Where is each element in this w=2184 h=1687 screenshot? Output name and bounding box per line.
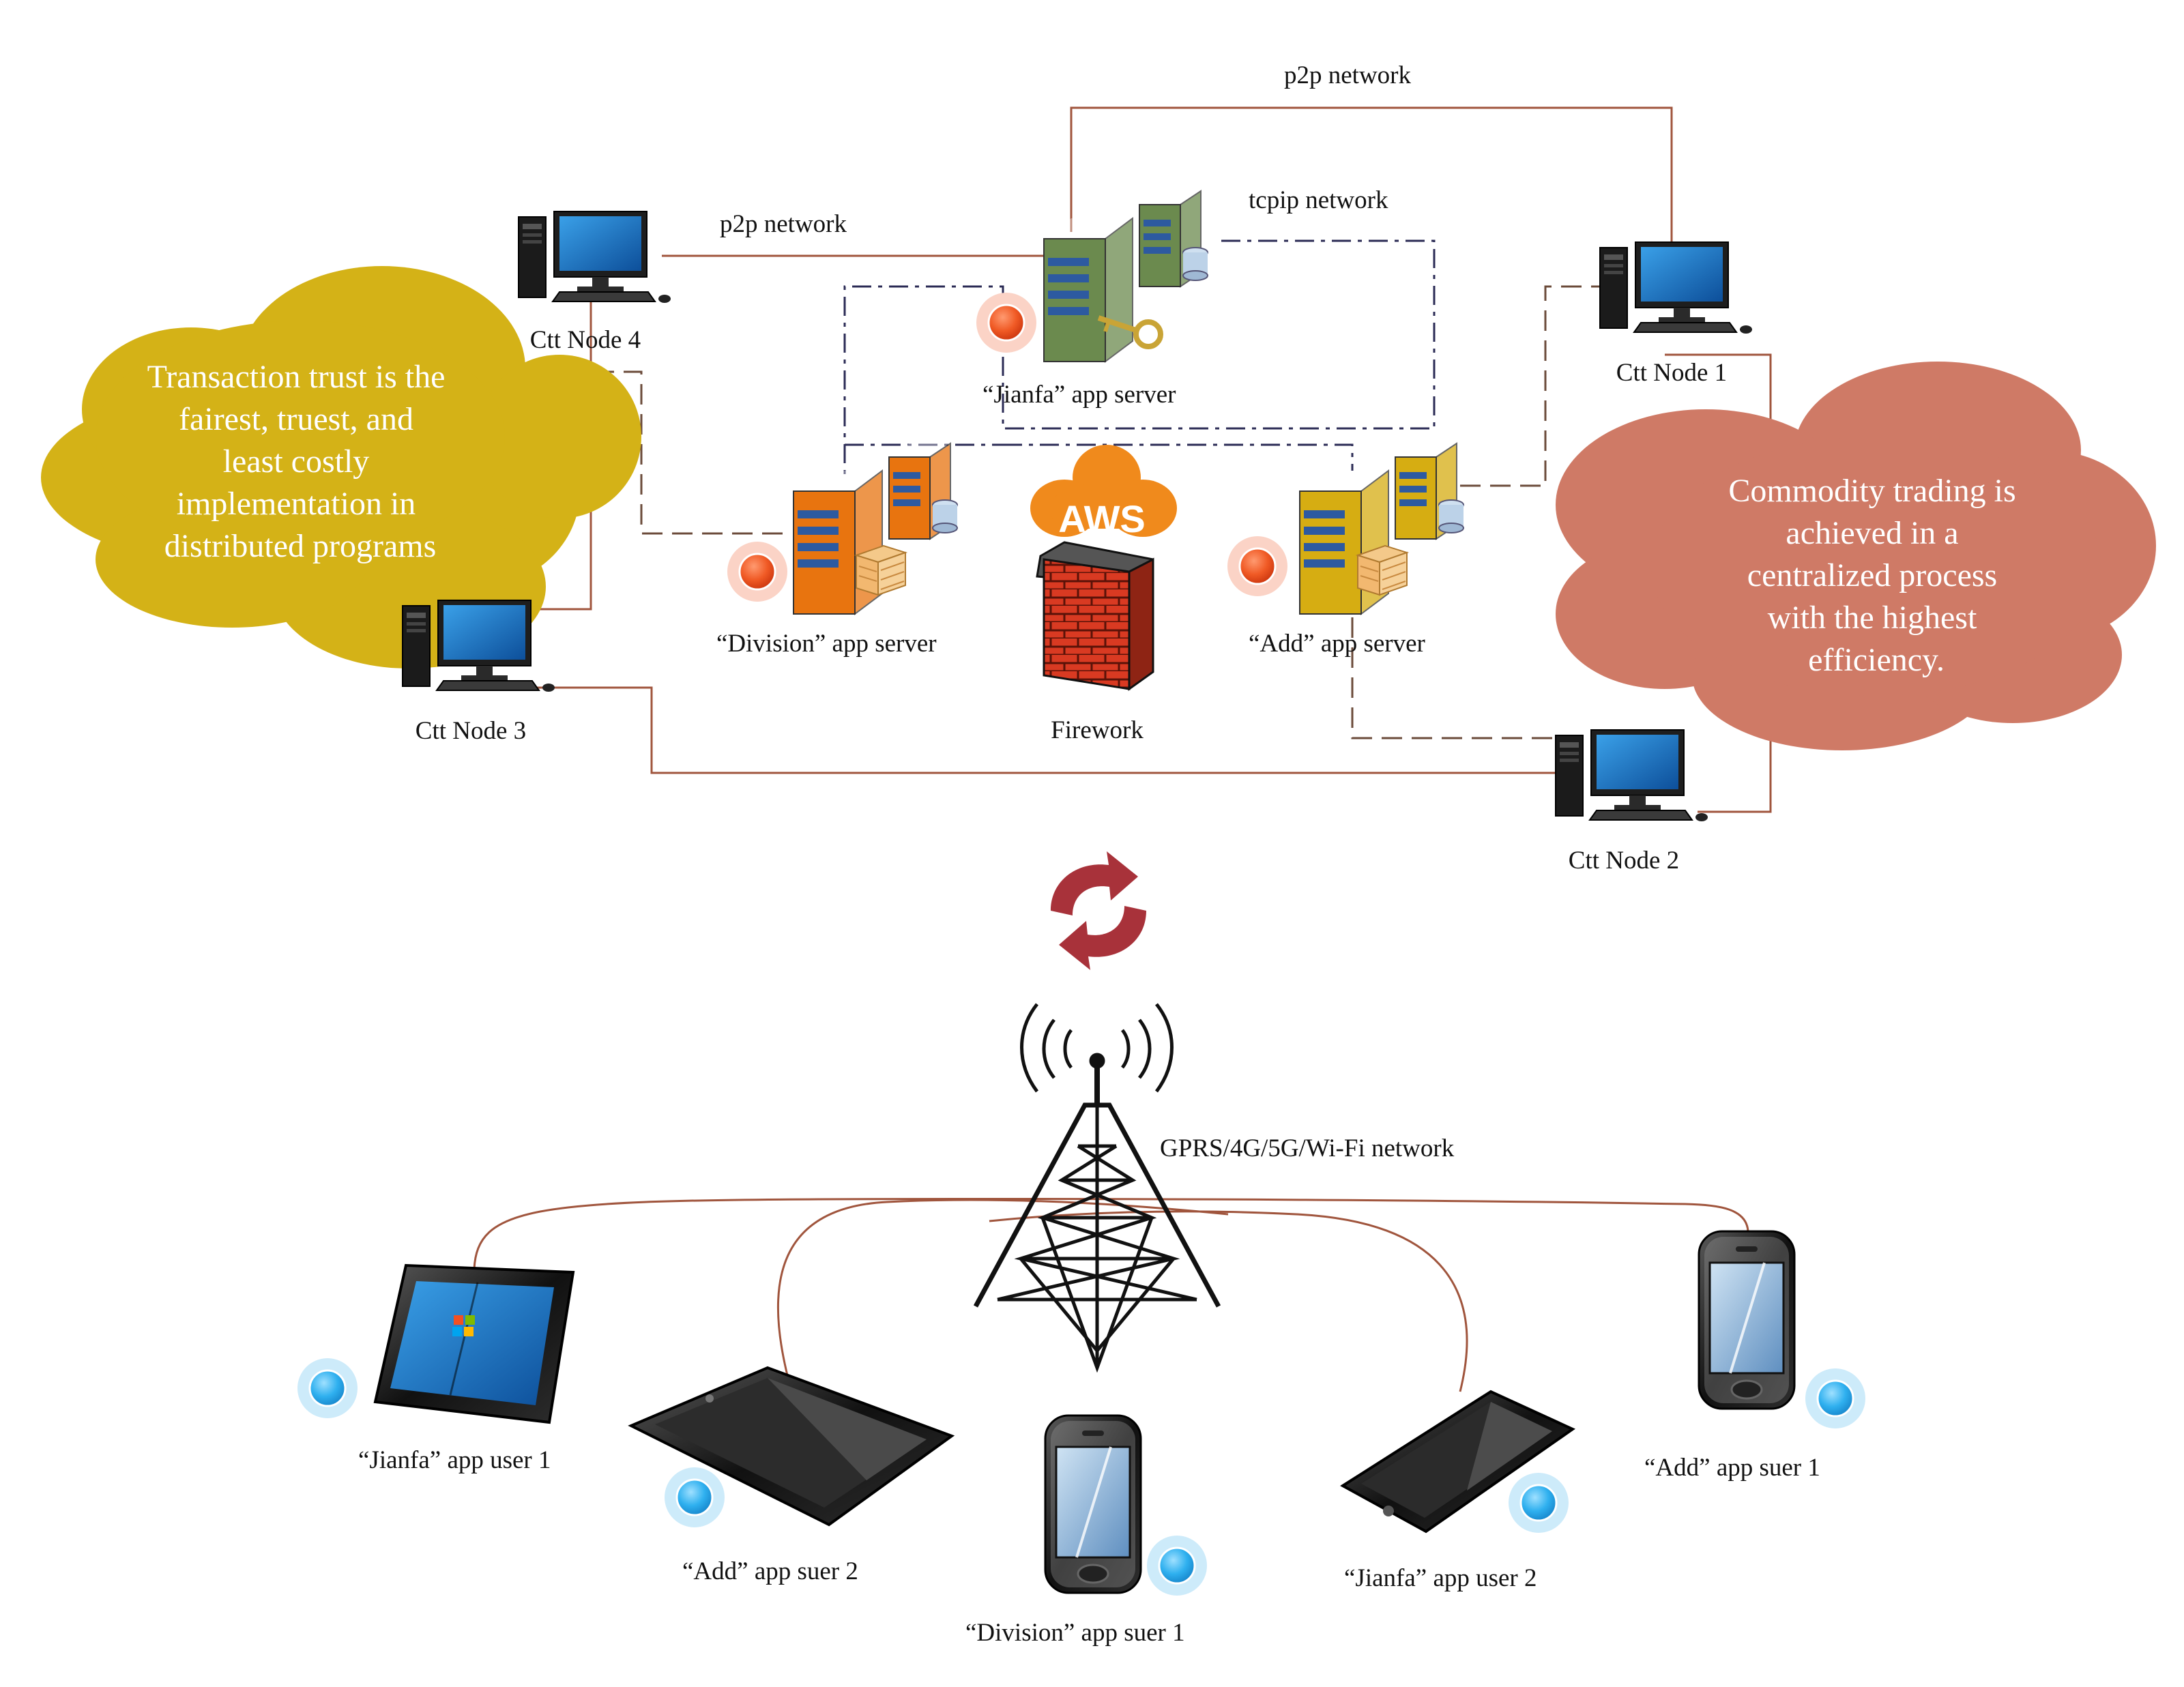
status-dot-blue xyxy=(1804,1367,1867,1430)
status-dot-blue xyxy=(1507,1471,1570,1534)
key-icon xyxy=(1097,315,1163,349)
aws-badge: AWS xyxy=(1058,497,1146,540)
trust-cloud-line-2: fairest, truest, and xyxy=(179,401,413,437)
ctt-node-3[interactable]: Ctt Node 3 xyxy=(402,600,555,745)
firewall-icon xyxy=(1036,541,1154,691)
add-node2-link xyxy=(1351,617,1559,739)
division-app-server[interactable]: “Division” app server xyxy=(716,443,958,658)
smartphone-icon xyxy=(1340,1390,1576,1534)
p2p-link-top xyxy=(1070,106,1673,252)
add-app-server[interactable]: “Add” app server xyxy=(1226,443,1464,658)
jianfa-app-server-label: “Jianfa” app server xyxy=(982,381,1176,409)
tablet-icon xyxy=(628,1366,955,1527)
trading-cloud-line-5: efficiency. xyxy=(1808,642,1945,678)
jianfa-app-user-2[interactable]: “Jianfa” app user 2 xyxy=(1340,1390,1576,1592)
status-dot-red xyxy=(1226,535,1289,598)
sync-arrows-icon xyxy=(1051,851,1146,970)
status-dot-blue xyxy=(1146,1534,1208,1597)
jianfa-app-user-1[interactable]: “Jianfa” app user 1 xyxy=(296,1263,575,1474)
add-app-server-label: “Add” app server xyxy=(1249,630,1425,658)
smartphone-icon xyxy=(1044,1414,1142,1594)
trading-cloud: Commodity trading is achieved in a centr… xyxy=(1556,362,2156,750)
wireless-links xyxy=(473,1197,1749,1392)
trading-cloud-line-4: with the highest xyxy=(1768,600,1977,636)
division-app-user-1-label: “Division” app suer 1 xyxy=(965,1619,1185,1647)
wireless-network-label: GPRS/4G/5G/Wi-Fi network xyxy=(1160,1134,1455,1162)
firewall-icon xyxy=(856,545,906,596)
node4-division-link xyxy=(594,370,791,535)
svg-text:Commodity trading is ach: Commodity trading is achieved in a centr… xyxy=(1728,473,2024,678)
trading-cloud-line-1: Commodity trading is xyxy=(1728,473,2015,509)
p2p-network-label-left: p2p network xyxy=(720,210,847,238)
p2p-network-label-top: p2p network xyxy=(1284,61,1411,89)
desktop-computer-icon xyxy=(1555,729,1708,822)
status-dot-red xyxy=(726,540,789,603)
node3-node2-link xyxy=(532,686,1559,774)
division-app-server-label: “Division” app server xyxy=(716,630,937,658)
trading-cloud-line-3: centralized process xyxy=(1747,557,1997,593)
smartphone-icon xyxy=(1698,1230,1796,1410)
trust-cloud: Transaction trust is the fairest, truest… xyxy=(41,266,641,669)
ctt-node-1-label: Ctt Node 1 xyxy=(1616,359,1727,387)
cell-tower-icon xyxy=(973,1003,1221,1373)
division-app-user-1[interactable]: “Division” app suer 1 xyxy=(965,1414,1208,1647)
jianfa-app-user-1-label: “Jianfa” app user 1 xyxy=(358,1446,551,1474)
ctt-node-4[interactable]: Ctt Node 4 xyxy=(518,211,671,354)
jianfa-app-server[interactable]: “Jianfa” app server xyxy=(975,190,1208,409)
firewall[interactable]: AWS Firework xyxy=(1030,445,1177,744)
ctt-node-2-label: Ctt Node 2 xyxy=(1569,847,1679,875)
desktop-computer-icon xyxy=(1599,241,1753,334)
trust-cloud-line-5: distributed programs xyxy=(164,528,437,564)
add-app-user-1[interactable]: “Add” app suer 1 xyxy=(1644,1230,1867,1482)
ctt-node-2[interactable]: Ctt Node 2 xyxy=(1555,729,1708,875)
add-app-user-2[interactable]: “Add” app suer 2 xyxy=(628,1366,955,1585)
aws-cloud-icon xyxy=(1030,445,1177,537)
ctt-node-4-label: Ctt Node 4 xyxy=(530,326,641,354)
tablet-icon xyxy=(373,1263,575,1424)
add-app-user-1-label: “Add” app suer 1 xyxy=(1644,1454,1820,1482)
jianfa-app-user-2-label: “Jianfa” app user 2 xyxy=(1344,1564,1537,1592)
trust-cloud-line-1: Transaction trust is the xyxy=(147,359,446,395)
status-dot-red xyxy=(975,291,1038,354)
firewall-label: Firework xyxy=(1051,716,1144,744)
ctt-node-3-label: Ctt Node 3 xyxy=(416,717,526,745)
status-dot-blue xyxy=(296,1357,359,1420)
add-app-user-2-label: “Add” app suer 2 xyxy=(682,1557,858,1585)
desktop-computer-icon xyxy=(518,211,671,304)
tcpip-ring xyxy=(843,239,1436,478)
svg-text:Transaction trust is the: Transaction trust is the fairest, truest… xyxy=(147,359,454,564)
status-dot-blue xyxy=(663,1466,726,1529)
trust-cloud-line-4: implementation in xyxy=(177,486,416,522)
server-icon xyxy=(1043,190,1208,362)
tcpip-network-label: tcpip network xyxy=(1249,186,1388,214)
tcpip-to-add xyxy=(1003,443,1354,471)
cell-tower[interactable]: GPRS/4G/5G/Wi-Fi network xyxy=(973,1003,1455,1373)
trust-cloud-line-3: least costly xyxy=(223,443,370,480)
trading-cloud-line-2: achieved in a xyxy=(1786,515,1958,551)
add-node1-link xyxy=(1460,285,1600,487)
firewall-icon xyxy=(1357,545,1408,596)
ctt-node-1[interactable]: Ctt Node 1 xyxy=(1599,241,1753,387)
